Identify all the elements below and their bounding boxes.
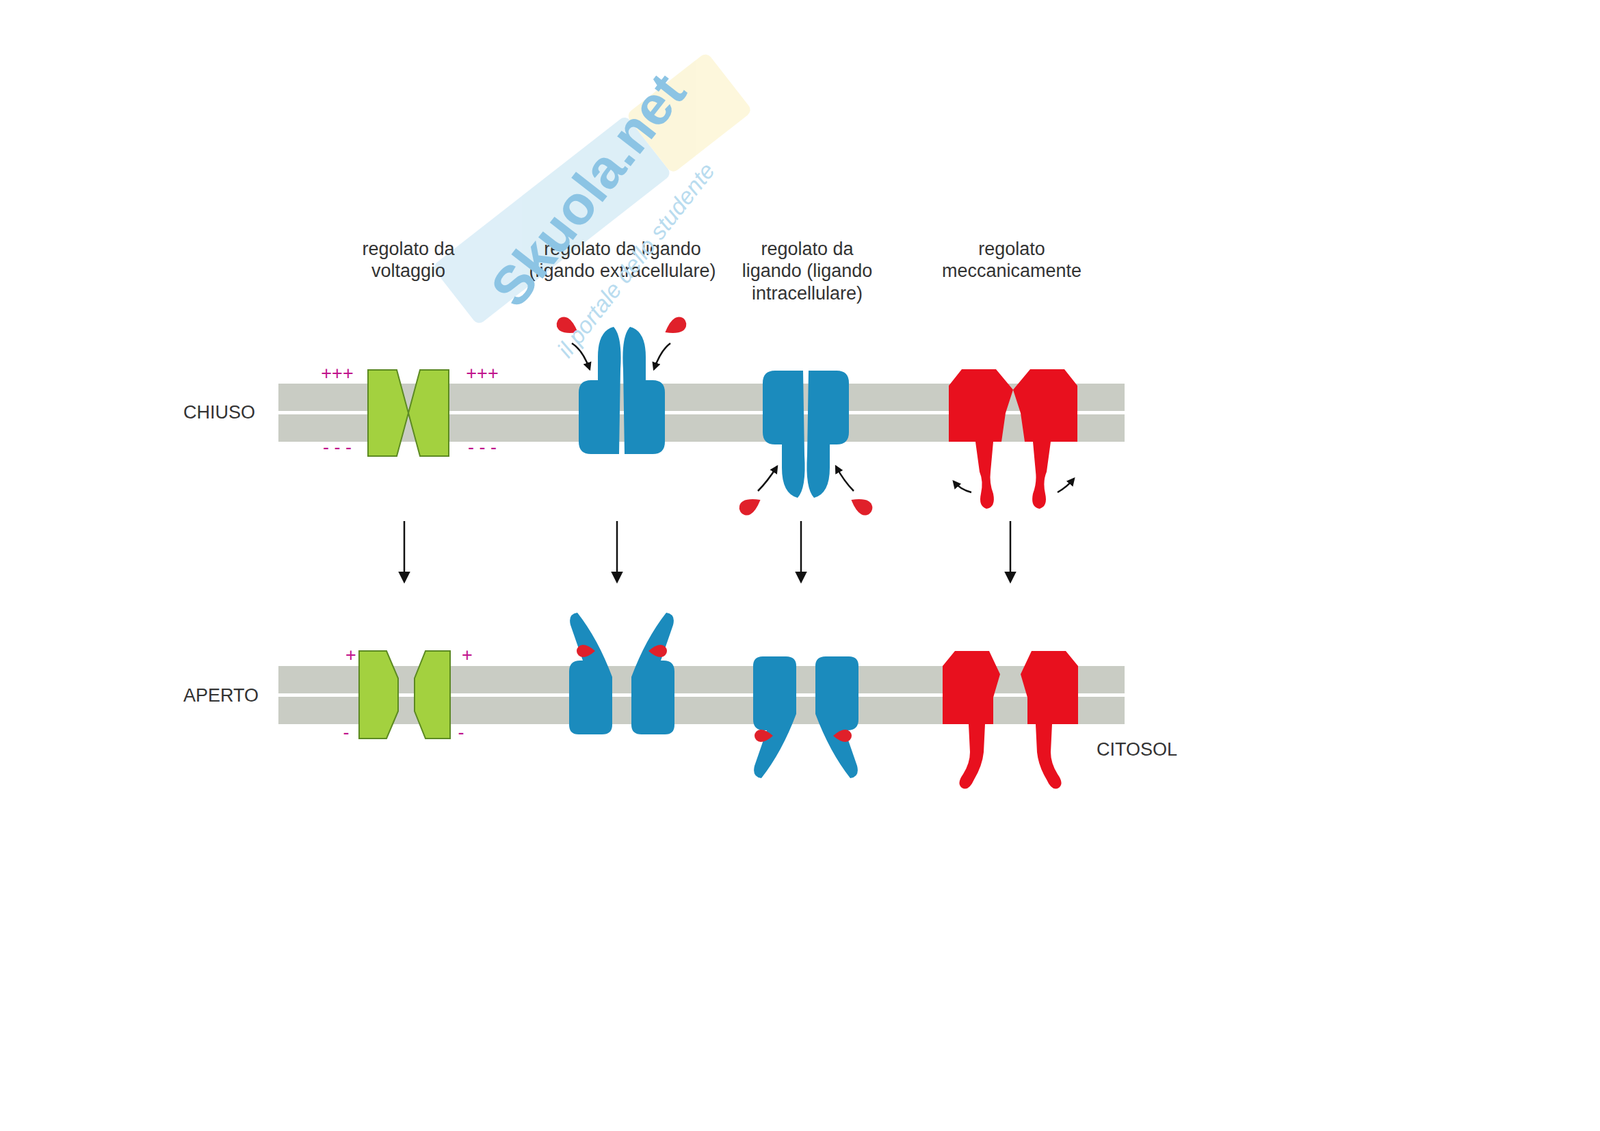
state-label: APERTO bbox=[183, 684, 259, 707]
ligand-gated-channel bbox=[753, 370, 859, 779]
column-heading: regolato meccanicamente bbox=[926, 238, 1098, 283]
charge-sign: - - - bbox=[467, 436, 497, 459]
column-heading: regolato da voltaggio bbox=[339, 238, 477, 283]
charge-sign: - bbox=[343, 721, 350, 744]
transition-arrow bbox=[404, 521, 1011, 582]
column-heading: regolato da ligando (ligando intracellul… bbox=[738, 238, 876, 305]
charge-sign: - bbox=[458, 721, 465, 744]
ligand-gated-channel bbox=[569, 326, 675, 735]
compartment-label: CITOSOL bbox=[1096, 738, 1178, 761]
charge-sign: + bbox=[461, 644, 473, 667]
mechanically-gated-channel bbox=[942, 369, 1079, 790]
charge-sign: + bbox=[345, 644, 357, 667]
ligand bbox=[554, 313, 876, 743]
charge-sign: +++ bbox=[320, 362, 353, 385]
voltage-gated-channel bbox=[359, 370, 451, 739]
charge-sign: +++ bbox=[465, 362, 498, 385]
state-label: CHIUSO bbox=[183, 401, 256, 424]
charge-sign: - - - bbox=[322, 436, 352, 459]
